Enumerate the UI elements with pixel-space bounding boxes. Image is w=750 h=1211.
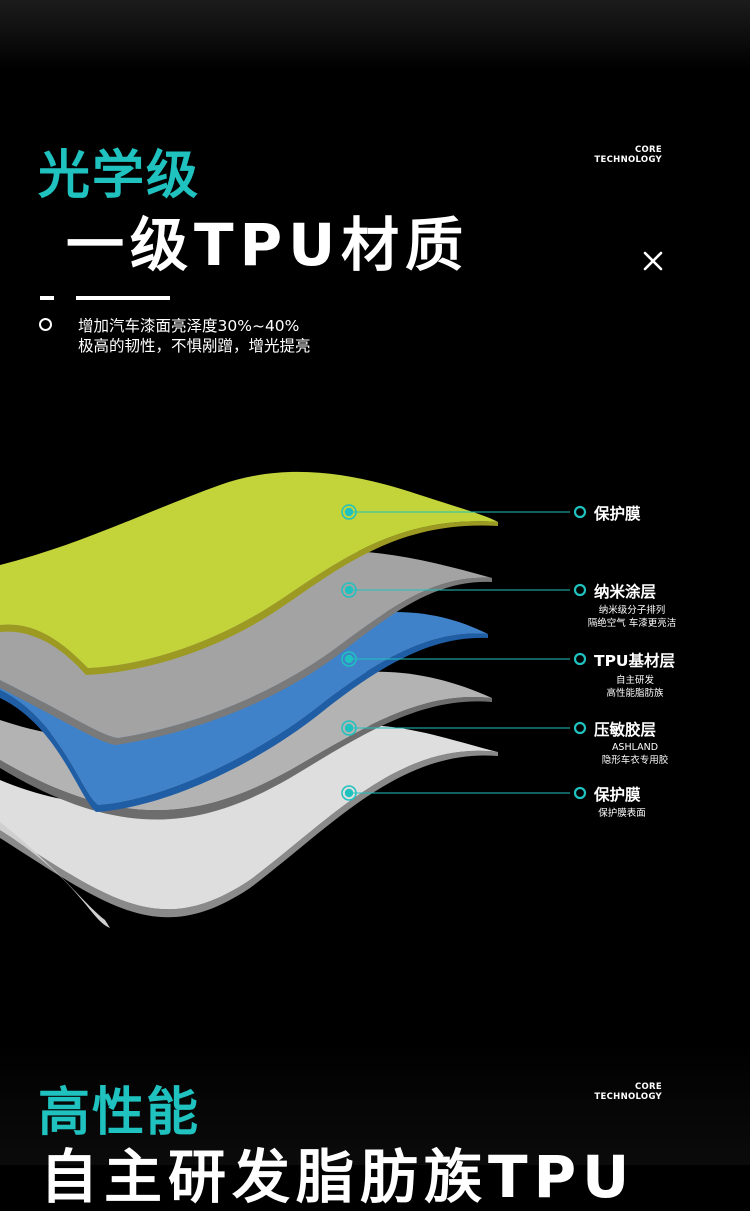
section2-kicker: 高性能 [38,1083,201,1143]
divider-long [76,296,170,300]
adhesive-detail-2: 隐形车衣专用胶 [601,755,669,766]
section-kicker: 光学级 [38,146,201,206]
bullet-ring-icon [39,318,52,331]
layer-protective-film-top [0,471,498,675]
nano-coating-detail-2: 隔绝空气 车漆更亮洁 [587,618,677,629]
nano-coating-detail-1: 纳米级分子排列 [598,605,666,616]
tpu-base-detail-2: 高性能脂肪族 [606,688,664,699]
tpu-base-detail: 自主研发 高性能脂肪族 [580,674,690,700]
protective-film-bottom-detail: 保护膜表面 [567,807,677,820]
tpu-base-detail-1: 自主研发 [615,675,654,686]
layer-dots [341,504,357,801]
layer-label-nano-coating: 纳米涂层 [594,583,657,601]
nano-coating-detail: 纳米级分子排列 隔绝空气 车漆更亮洁 [577,604,687,630]
layer-label-adhesive: 压敏胶层 [594,721,657,739]
protective-film-bottom-detail-1: 保护膜表面 [598,808,646,819]
connectors [350,511,570,794]
top-gradient [0,0,750,70]
label-rings [573,505,587,800]
layer-label-protective-film-bottom: 保护膜 [594,786,641,804]
layer-tpu-base [0,611,488,812]
adhesive-detail: ASHLAND 隐形车衣专用胶 [580,741,690,767]
core-technology-tag: CORE TECHNOLOGY [594,145,662,165]
bottom-gradient [0,1040,750,1165]
core-tag-line2: TECHNOLOGY [594,155,662,165]
section2-title: 自主研发脂肪族TPU [40,1143,636,1211]
section2-core-tag-line2: TECHNOLOGY [594,1092,662,1102]
description-line-1: 增加汽车漆面亮泽度30%~40% [78,317,300,335]
section2-core-technology-tag: CORE TECHNOLOGY [594,1082,662,1102]
description-line-2: 极高的韧性，不惧剐蹭，增光提亮 [78,337,311,355]
core-tag-line1: CORE [634,145,662,155]
section-title: 一级TPU材质 [66,211,470,279]
adhesive-detail-1: ASHLAND [611,742,659,753]
section2-core-tag-line1: CORE [634,1082,662,1092]
layer-label-tpu-base: TPU基材层 [594,652,676,670]
layer-protective-film-bottom [0,725,498,928]
layer-diagram [0,471,587,928]
close-icon[interactable] [640,248,666,274]
divider-short [40,296,54,300]
layer-label-protective-film: 保护膜 [594,505,641,523]
